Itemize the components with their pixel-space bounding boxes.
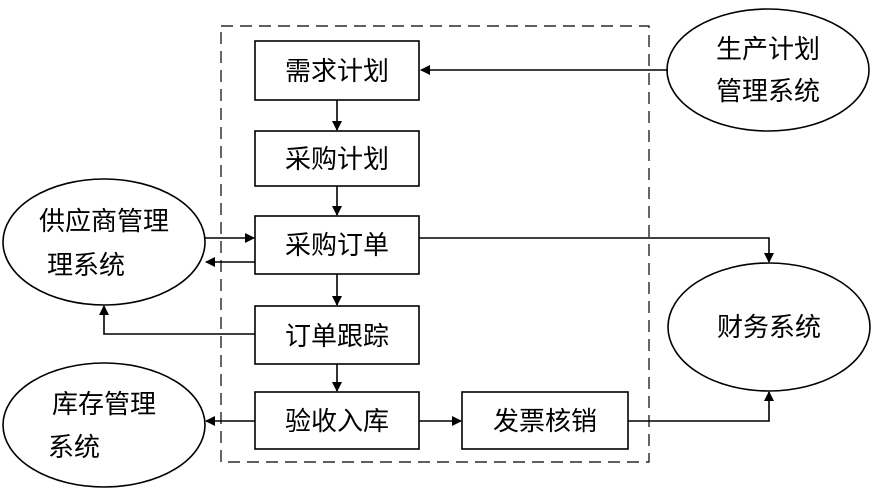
step-receiving-label: 验收入库 xyxy=(285,407,389,437)
system-finance-label: 财务系统 xyxy=(717,313,821,343)
step-invoice-verification-label: 发票核销 xyxy=(493,407,597,437)
step-purchase-plan-label: 采购计划 xyxy=(285,145,389,175)
system-supplier-management-line1: 供应商管理 xyxy=(39,207,169,237)
system-production-planning-line2: 管理系统 xyxy=(716,77,820,107)
arrow-invoice-to-finance xyxy=(628,391,774,422)
system-inventory-management-line1: 库存管理 xyxy=(52,390,156,420)
step-order-tracking-label: 订单跟踪 xyxy=(285,322,389,352)
arrow-tracking-to-supplier xyxy=(99,305,255,335)
step-demand-plan: 需求计划 xyxy=(254,40,420,101)
step-receiving: 验收入库 xyxy=(254,391,420,450)
arrow-order-to-finance xyxy=(419,237,774,263)
step-order-tracking: 订单跟踪 xyxy=(254,305,420,365)
system-production-planning: 生产计划 管理系统 xyxy=(666,8,870,132)
system-production-planning-line1: 生产计划 xyxy=(716,35,820,65)
step-invoice-verification: 发票核销 xyxy=(461,391,629,450)
step-demand-plan-label: 需求计划 xyxy=(285,57,389,87)
system-inventory-management-line2: 系统 xyxy=(48,433,100,463)
system-supplier-management-line2: 理系统 xyxy=(47,251,125,281)
system-finance: 财务系统 xyxy=(667,262,871,392)
system-supplier-management: 供应商管理 理系统 xyxy=(2,178,206,306)
step-purchase-order: 采购订单 xyxy=(254,215,420,275)
procurement-boundary xyxy=(220,25,650,463)
step-purchase-order-label: 采购订单 xyxy=(285,231,389,261)
step-purchase-plan: 采购计划 xyxy=(254,130,420,187)
system-inventory-management: 库存管理 系统 xyxy=(2,362,206,488)
